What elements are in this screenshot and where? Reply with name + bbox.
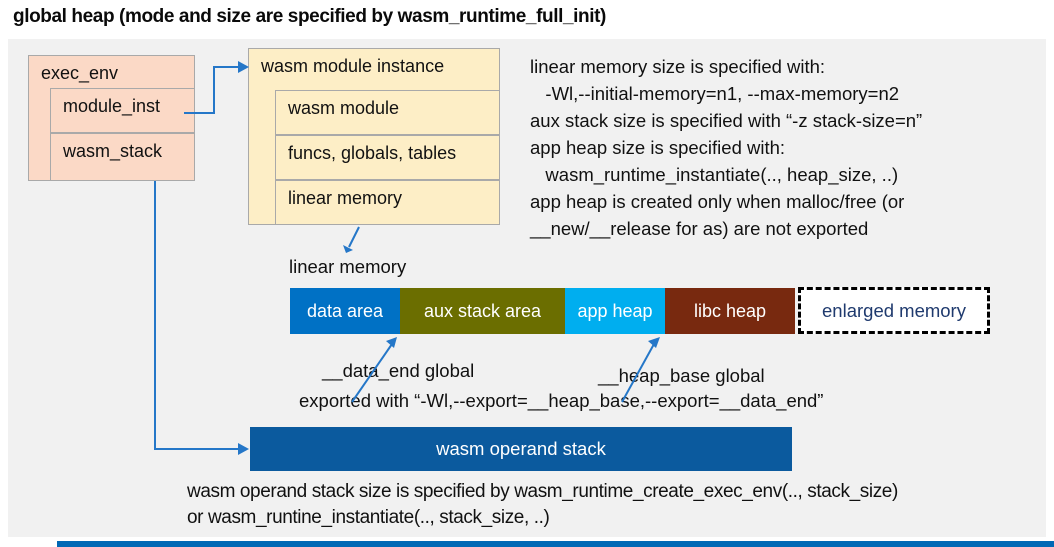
linear-memory-bar: data area aux stack area app heap libc h… <box>290 288 795 334</box>
module-inst-box: module_inst <box>50 88 195 133</box>
linear-memory-box-label: linear memory <box>288 188 403 208</box>
bottom-accent-strip <box>57 541 1054 547</box>
libc-heap-segment: libc heap <box>665 288 795 334</box>
wasm-stack-label: wasm_stack <box>63 141 163 161</box>
app-heap-segment: app heap <box>565 288 665 334</box>
text-line: wasm operand stack size is specified by … <box>187 481 898 502</box>
page-title: global heap (mode and size are specified… <box>13 6 606 27</box>
exported-with-label: exported with “-Wl,--export=__heap_base,… <box>299 390 824 411</box>
text-line: app heap size is specified with: <box>530 137 786 158</box>
text-line: linear memory size is specified with: <box>530 56 826 77</box>
text-line: app heap is created only when malloc/fre… <box>530 191 905 212</box>
wasm-module-label: wasm module <box>288 98 400 118</box>
wasm-operand-stack-bar: wasm operand stack <box>250 427 792 471</box>
heap-base-global-label: __heap_base global <box>598 365 765 386</box>
linear-memory-bar-label: linear memory <box>289 256 407 277</box>
module-inst-label: module_inst <box>63 96 161 116</box>
exec-env-label: exec_env <box>41 63 119 83</box>
memory-size-notes: linear memory size is specified with: -W… <box>530 53 1035 242</box>
text-line: -Wl,--initial-memory=n1, --max-memory=n2 <box>530 83 900 104</box>
wasm-module-box: wasm module <box>275 90 500 135</box>
enlarged-memory-box: enlarged memory <box>798 287 990 334</box>
funcs-globals-tables-label: funcs, globals, tables <box>288 143 457 163</box>
module-instance-label: wasm module instance <box>261 56 445 76</box>
linear-memory-box: linear memory <box>275 180 500 225</box>
funcs-globals-tables-box: funcs, globals, tables <box>275 135 500 180</box>
operand-stack-caption: wasm operand stack size is specified by … <box>187 479 898 531</box>
text-line: aux stack size is specified with “-z sta… <box>530 110 923 131</box>
text-line: __new/__release for as) are not exported <box>530 218 869 239</box>
aux-stack-area-segment: aux stack area <box>400 288 565 334</box>
text-line: wasm_runtime_instantiate(.., heap_size, … <box>530 164 899 185</box>
data-end-global-label: __data_end global <box>322 360 475 381</box>
data-area-segment: data area <box>290 288 400 334</box>
text-line: or wasm_runtine_instantiate(.., stack_si… <box>187 507 550 528</box>
wasm-stack-box: wasm_stack <box>50 133 195 181</box>
